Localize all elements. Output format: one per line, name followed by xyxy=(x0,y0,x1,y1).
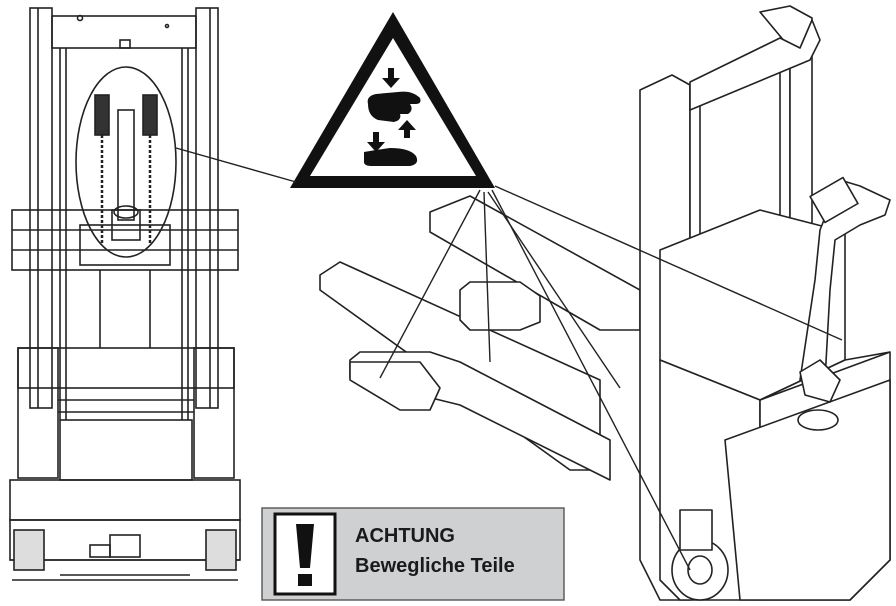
isometric-stacker xyxy=(319,5,891,601)
caution-subtitle: Bewegliche Teile xyxy=(355,555,515,577)
leader-lines xyxy=(175,147,843,571)
caution-label xyxy=(261,507,565,601)
front-view-stacker xyxy=(9,7,241,581)
exclamation-icon xyxy=(296,524,314,586)
caution-title: ACHTUNG xyxy=(355,525,455,547)
highlight-ellipse xyxy=(75,66,177,258)
warning-sign xyxy=(290,12,495,188)
crush-hazard-icon xyxy=(364,68,421,166)
